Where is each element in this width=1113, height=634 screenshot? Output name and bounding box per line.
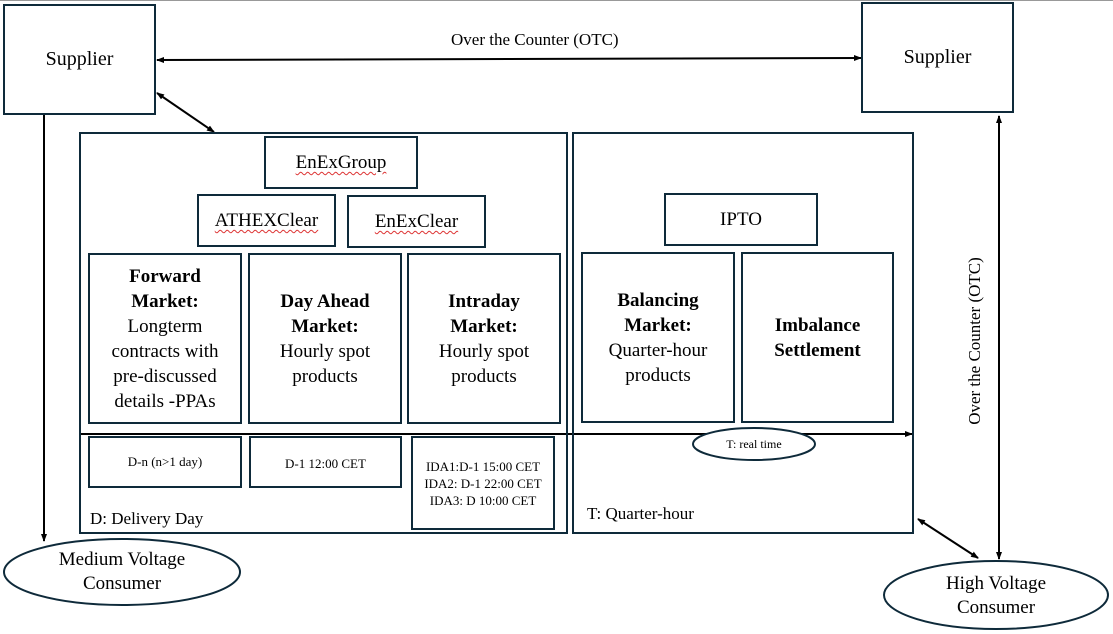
real-time-label: T: real time <box>726 436 782 451</box>
supplier-exchange-arrow <box>156 92 215 133</box>
intraday-market-desc-2: products <box>451 366 517 387</box>
intraday-market-title: Intraday Market: <box>448 291 520 337</box>
supplier-right-box: Supplier <box>861 2 1014 113</box>
ipto-container <box>572 132 914 534</box>
exchange-container <box>79 132 568 534</box>
ipto-label: IPTO <box>720 209 762 230</box>
supplier-right-label: Supplier <box>903 46 972 68</box>
balancing-market-box: Balancing Market: Quarter-hour products <box>581 252 735 423</box>
balancing-market-desc-2: products <box>625 365 691 386</box>
day-ahead-timing-box: D-1 12:00 CET <box>249 436 402 488</box>
balancing-consumer-arrow <box>917 518 979 559</box>
day-ahead-market-desc-1: Hourly spot <box>279 341 371 362</box>
forward-market-desc-4: details -PPAs <box>114 390 216 412</box>
otc-top-label: Over the Counter (OTC) <box>451 30 619 49</box>
supplier-left-label: Supplier <box>45 48 114 70</box>
forward-timing-box: D-n (n>1 day) <box>88 436 242 488</box>
forward-market-box: Forward Market: Longterm contracts with … <box>88 253 242 424</box>
intraday-timing-box: IDA1:D-1 15:00 CET IDA2: D-1 22:00 CET I… <box>411 436 555 530</box>
day-ahead-market-box: Day Ahead Market: Hourly spot products <box>248 253 402 424</box>
intraday-market-box: Intraday Market: Hourly spot products <box>407 253 561 424</box>
day-ahead-timing-label: D-1 12:00 CET <box>285 456 366 471</box>
medium-voltage-consumer-line1: Medium Voltage <box>58 549 186 570</box>
high-voltage-consumer-line2: Consumer <box>956 597 1036 618</box>
enexclear-label: EnExClear <box>374 211 459 232</box>
forward-market-title: Forward Market: <box>129 265 201 312</box>
intraday-timing-ida3: IDA3: D 10:00 CET <box>429 492 537 508</box>
athexclear-box: ATHEXClear <box>197 194 336 247</box>
intraday-market-desc-1: Hourly spot <box>438 341 530 362</box>
top-border-line <box>0 0 1113 1</box>
enexclear-box: EnExClear <box>347 195 486 248</box>
forward-timing-label: D-n (n>1 day) <box>127 454 203 469</box>
day-ahead-market-title: Day Ahead Market: <box>280 291 370 337</box>
otc-right-label: Over the Counter (OTC) <box>965 257 984 425</box>
balancing-market-title: Balancing Market: <box>617 290 699 336</box>
athexclear-label: ATHEXClear <box>214 210 319 231</box>
otc-top-arrow <box>156 55 862 63</box>
forward-market-desc-3: pre-discussed <box>113 365 217 387</box>
medium-voltage-consumer-line2: Consumer <box>82 573 162 594</box>
forward-market-desc-1: Longterm <box>127 315 203 337</box>
balancing-market-desc-1: Quarter-hour <box>608 340 708 361</box>
delivery-day-legend: D: Delivery Day <box>90 509 204 528</box>
high-voltage-consumer: High Voltage Consumer <box>884 563 1108 629</box>
imbalance-settlement-title: Imbalance Settlement <box>774 315 861 361</box>
enexgroup-box: EnExGroup <box>264 136 418 189</box>
intraday-timing-ida1: IDA1:D-1 15:00 CET <box>425 458 541 474</box>
intraday-timing-ida2: IDA2: D-1 22:00 CET <box>424 475 542 491</box>
imbalance-settlement-box: Imbalance Settlement <box>741 252 894 423</box>
quarter-hour-legend: T: Quarter-hour <box>587 504 694 523</box>
supplier-left-box: Supplier <box>3 4 156 115</box>
medium-voltage-consumer: Medium Voltage Consumer <box>4 540 240 604</box>
forward-market-desc-2: contracts with <box>111 340 219 362</box>
day-ahead-market-desc-2: products <box>292 366 358 387</box>
high-voltage-consumer-line1: High Voltage <box>945 573 1047 594</box>
ipto-box: IPTO <box>664 193 818 246</box>
enexgroup-label: EnExGroup <box>295 152 387 173</box>
